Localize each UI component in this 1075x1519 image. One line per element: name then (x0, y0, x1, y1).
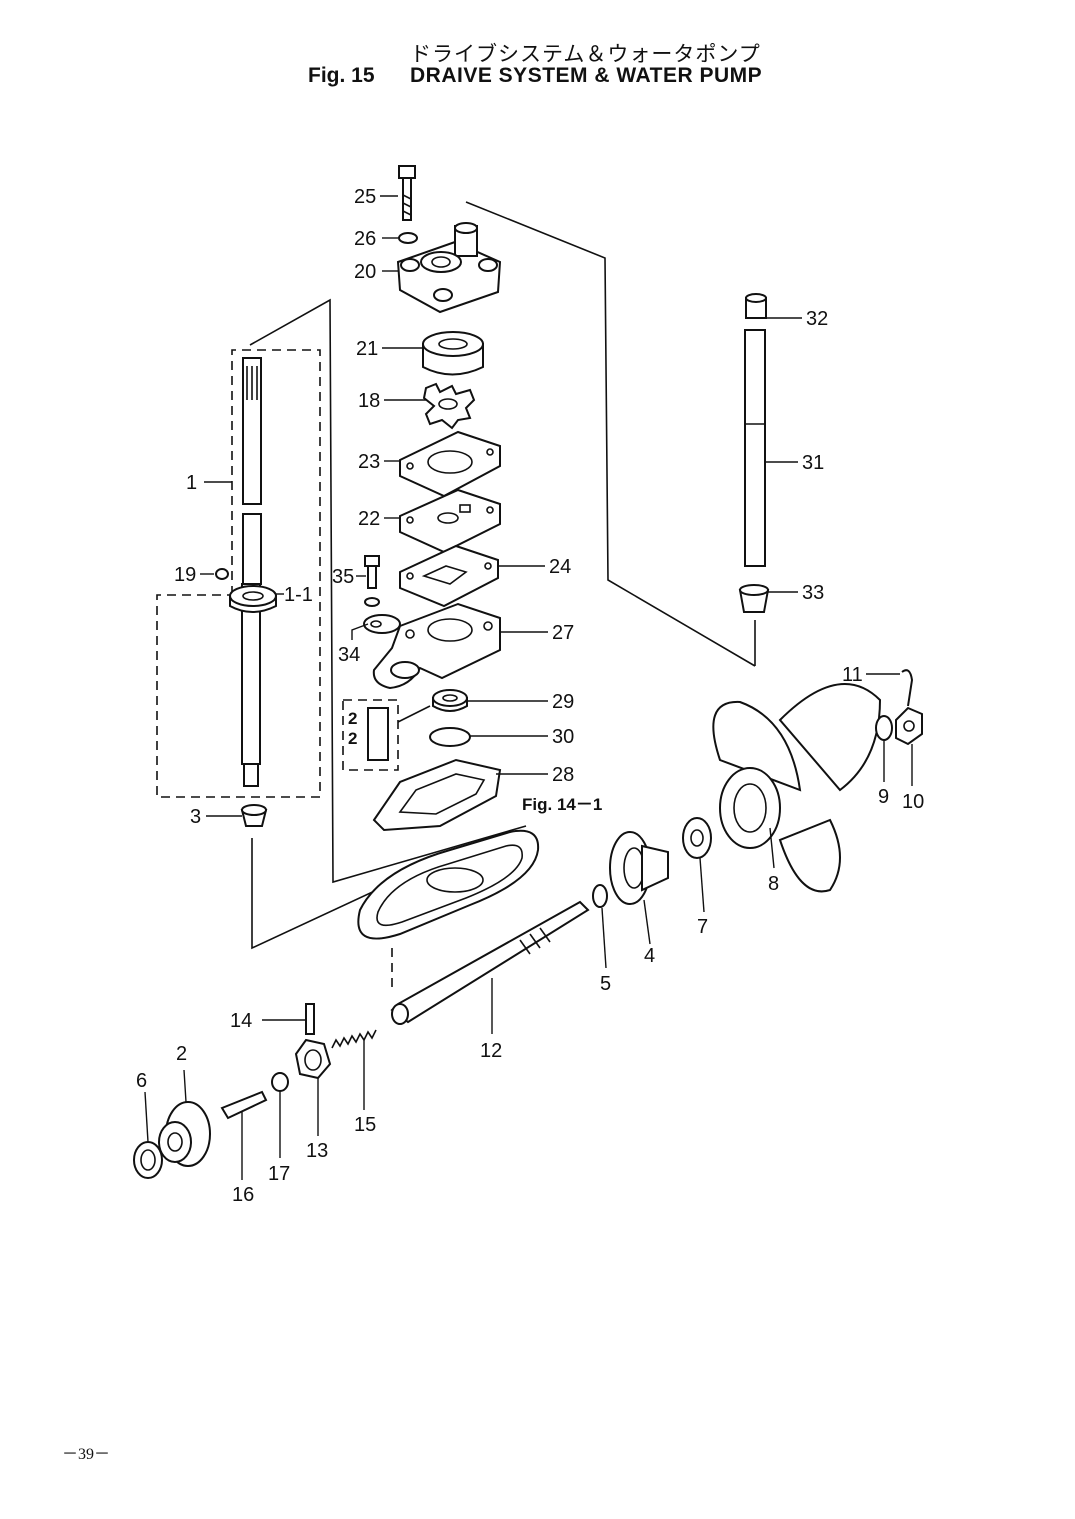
reverse-gear-2 (158, 1101, 211, 1167)
o-ring-30 (429, 727, 471, 747)
gasket-28 (372, 758, 502, 832)
washer-26 (398, 232, 418, 244)
callout-4: 4 (644, 945, 655, 967)
callout-11: 11 (842, 664, 863, 686)
callout-15: 15 (354, 1114, 376, 1136)
page-number: －39－ (62, 1446, 111, 1463)
nut-10 (895, 706, 923, 746)
callout-31: 31 (802, 452, 824, 474)
oil-seal-29 (432, 689, 468, 712)
callout-23: 23 (358, 451, 380, 473)
impeller-18 (422, 382, 476, 430)
callout-10: 10 (902, 791, 924, 813)
water-tube-31 (744, 329, 766, 567)
callout-1-1: 1-1 (284, 584, 313, 606)
propeller-8 (712, 683, 882, 893)
forward-gear-4 (609, 831, 669, 905)
callout-19: 19 (174, 564, 196, 586)
callout-7: 7 (697, 916, 708, 938)
washer-6 (133, 1141, 163, 1179)
callout-25: 25 (354, 186, 376, 208)
callout-27: 27 (552, 622, 574, 644)
callout-28: 28 (552, 764, 574, 786)
callout-20: 20 (354, 261, 376, 283)
callout-13: 13 (306, 1140, 328, 1162)
grommet-32 (745, 293, 767, 319)
grommet-33 (738, 584, 770, 613)
callout-35: 35 (332, 566, 354, 588)
gearcase-plate (357, 829, 540, 940)
callout-24: 24 (549, 556, 571, 578)
callout-3: 3 (190, 806, 201, 828)
clutch-13 (294, 1038, 332, 1080)
callout-26: 26 (354, 228, 376, 250)
svg-text:2: 2 (348, 729, 357, 748)
callout-17: 17 (268, 1163, 290, 1185)
figure-number: Fig. 15 (308, 64, 375, 87)
drive-shaft-1 (241, 357, 262, 787)
plate-22 (399, 488, 501, 554)
callout-5: 5 (600, 973, 611, 995)
callout-18: 18 (358, 390, 380, 412)
title-english: DRAIVE SYSTEM & WATER PUMP (410, 64, 763, 87)
callout-9: 9 (878, 786, 889, 808)
key-detail: 22 (348, 705, 431, 761)
washer-5 (592, 884, 608, 908)
gasket-24 (399, 544, 499, 608)
bolt-35 (364, 555, 380, 607)
callout-2: 2 (176, 1043, 187, 1065)
title-japanese: ドライブシステム＆ウォータポンプ (410, 42, 761, 66)
callout-32: 32 (806, 308, 828, 330)
callout-21: 21 (356, 338, 378, 360)
washer-9 (875, 715, 893, 741)
push-rod-16 (220, 1090, 268, 1120)
callout-12: 12 (480, 1040, 502, 1062)
bushing-17 (271, 1072, 289, 1092)
pin-14 (305, 1003, 315, 1035)
cotter-pin-11 (901, 669, 914, 707)
callout-30: 30 (552, 726, 574, 748)
callout-34: 34 (338, 644, 360, 666)
propeller-shaft-12 (390, 900, 590, 1025)
svg-text:2: 2 (348, 709, 357, 728)
callout-33: 33 (802, 582, 824, 604)
grommet-34 (363, 614, 401, 634)
fig-reference: Fig. 14－1 (522, 795, 602, 814)
pump-base-27 (372, 602, 501, 690)
gasket-23 (399, 430, 501, 498)
pinion-gear-3 (240, 804, 268, 827)
spring-15 (331, 1029, 377, 1049)
pin-19 (215, 568, 229, 580)
leader-lines (144, 195, 913, 1180)
callout-8: 8 (768, 873, 779, 895)
callout-labels: 25 26 20 21 18 23 22 24 35 27 34 29 30 2… (136, 186, 924, 1206)
callout-16: 16 (232, 1184, 254, 1206)
thrust-bushing-7 (682, 817, 712, 859)
pump-case-20 (396, 222, 502, 314)
callout-14: 14 (230, 1010, 252, 1032)
pump-liner-21 (422, 331, 484, 376)
bearing-1-1 (229, 585, 277, 613)
bolt-25 (398, 165, 416, 221)
callout-29: 29 (552, 691, 574, 713)
callout-1: 1 (186, 472, 197, 494)
callout-6: 6 (136, 1070, 147, 1092)
callout-22: 22 (358, 508, 380, 530)
